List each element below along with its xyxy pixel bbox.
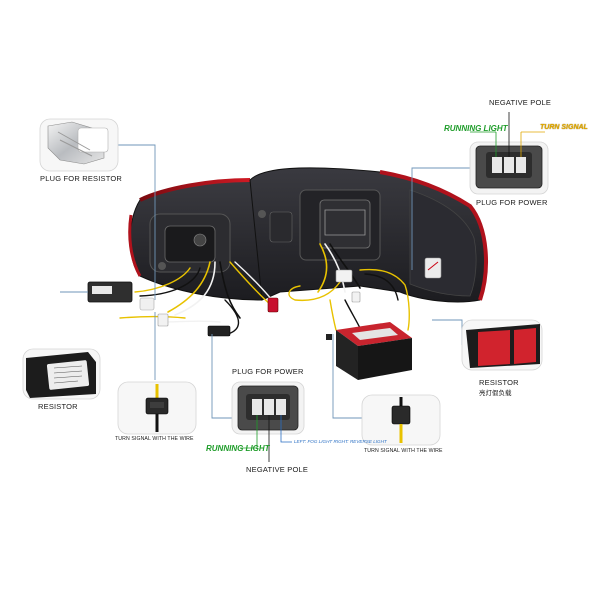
label-plug-for-power-center: PLUG FOR POWER — [232, 367, 304, 376]
left-tail-light — [128, 178, 263, 301]
inset-resistor-left — [22, 348, 101, 400]
inset-plug-for-resistor — [39, 118, 119, 172]
label-plug-for-resistor: PLUG FOR RESISTOR — [40, 174, 123, 183]
right-tail-light — [249, 167, 488, 303]
label-running-light-top: RUNNING LIGHT — [444, 124, 508, 133]
inset-turn-signal-right — [361, 394, 441, 446]
label-resistor-left: RESISTOR — [38, 402, 78, 411]
inset-turn-signal-left — [117, 381, 197, 435]
label-plug-for-power-right: PLUG FOR POWER — [476, 198, 548, 207]
label-left-fog-reverse: LEFT: FOG LIGHT RIGHT: REVERSE LIGHT — [294, 439, 387, 444]
resistor-box — [326, 322, 412, 380]
inset-resistor-right — [461, 319, 543, 371]
label-turn-signal-wire-left: TURN SIGNAL WITH THE WIRE — [115, 436, 194, 442]
label-resistor-right-zh: 亮灯假负载 — [479, 390, 512, 397]
harness-connectors — [87, 269, 361, 337]
label-resistor-right: RESISTOR — [479, 378, 519, 387]
label-negative-pole-bottom: NEGATIVE POLE — [246, 465, 309, 474]
inset-plug-for-power-center — [231, 381, 305, 462]
inset-plug-for-power-right — [469, 112, 549, 195]
label-turn-signal-wire-right: TURN SIGNAL WITH THE WIRE — [364, 448, 443, 454]
label-negative-pole-top: NEGATIVE POLE — [489, 98, 552, 107]
label-running-light-bottom: RUNNING LIGHT — [206, 444, 270, 453]
label-turn-signal-top: TURN SIGNAL — [540, 124, 588, 131]
